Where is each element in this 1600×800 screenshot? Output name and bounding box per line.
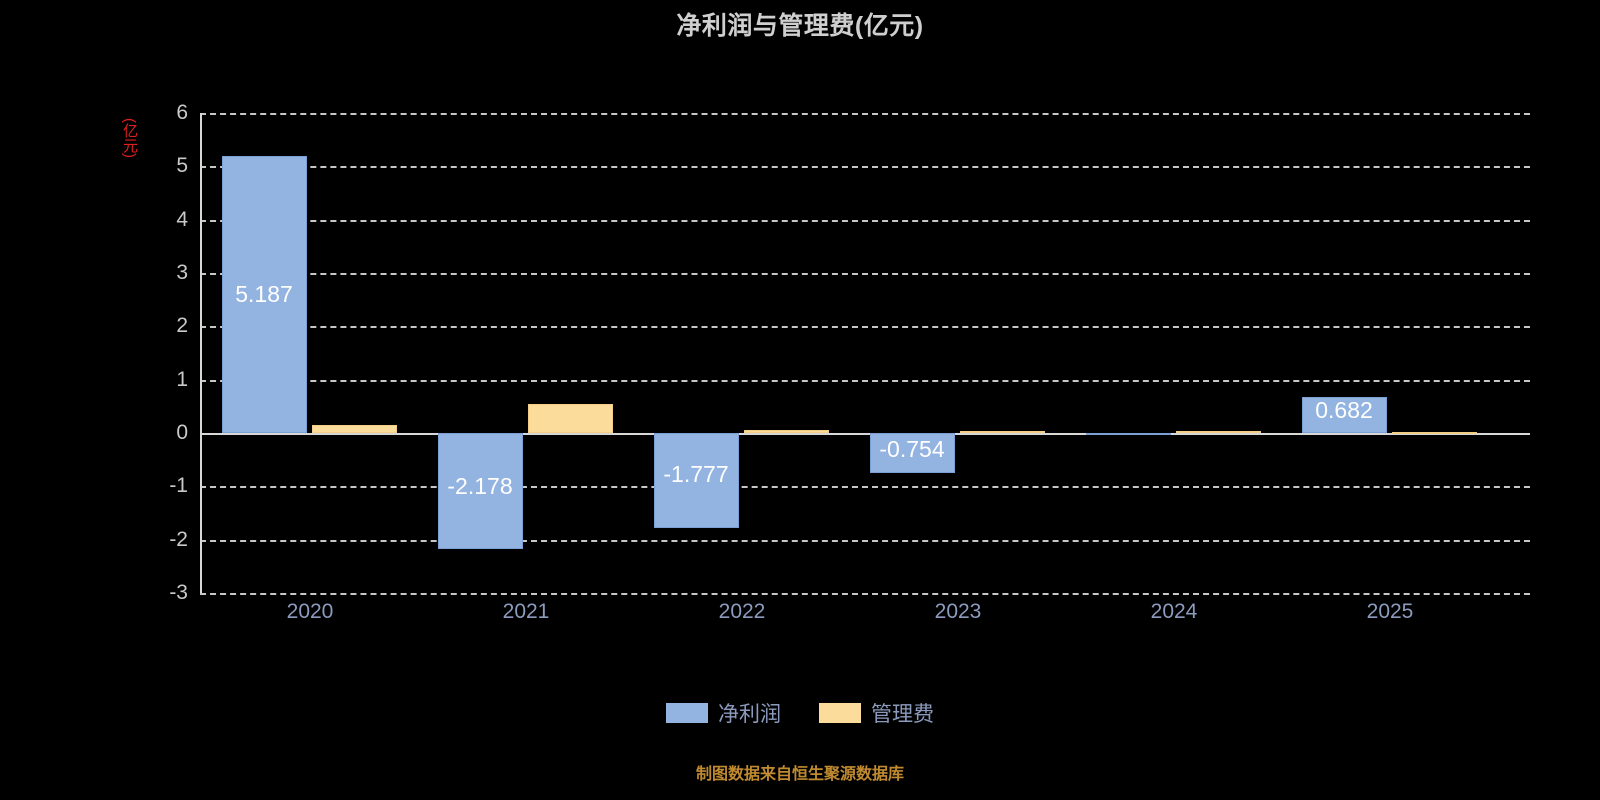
gridline (200, 326, 1530, 329)
chart-legend: 净利润 管理费 (0, 698, 1600, 728)
x-tick-2022: 2022 (718, 600, 766, 623)
bar-profit-2020[interactable] (222, 156, 307, 433)
y-tick: 1 (176, 367, 188, 391)
gridline (200, 113, 1530, 115)
bar-value-label-profit-2023: -0.754 (879, 436, 945, 462)
y-tick: 3 (176, 261, 188, 284)
zero-axis-line (200, 433, 1530, 435)
bar-value-label-profit-2021: -2.178 (447, 473, 513, 499)
y-axis-unit-label: (亿元) (121, 118, 138, 158)
x-tick-2025: 2025 (1366, 600, 1414, 623)
bar-expense-2020[interactable] (312, 425, 397, 433)
bar-expense-2022[interactable] (744, 429, 829, 433)
y-tick: 6 (176, 101, 188, 124)
bar-expense-2025[interactable] (1392, 431, 1477, 434)
y-tick: -2 (169, 527, 188, 551)
x-tick-2023: 2023 (934, 600, 982, 623)
chart-title: 净利润与管理费(亿元) (676, 12, 924, 40)
bar-profit-2022[interactable] (654, 433, 739, 528)
gridline (200, 593, 1530, 595)
chart-footnote: 制图数据来自恒生聚源数据库 (695, 766, 904, 783)
y-tick: -3 (169, 581, 188, 604)
x-tick-2024: 2024 (1150, 600, 1198, 623)
gridline (200, 273, 1530, 275)
x-tick-2020: 2020 (286, 600, 334, 623)
y-tick: 4 (176, 207, 188, 231)
y-tick: 5 (176, 154, 188, 178)
bar-expense-2023[interactable] (960, 430, 1045, 433)
y-axis-ticks: 6 5 4 3 2 1 0 -1 -2 -3 (120, 101, 188, 604)
bar-profit-2024[interactable] (1086, 433, 1171, 435)
legend-swatch-icon (819, 703, 861, 723)
legend-item-expense[interactable]: 管理费 (819, 698, 934, 728)
legend-label-expense: 管理费 (871, 703, 934, 726)
bar-value-label-profit-2020: 5.187 (235, 281, 293, 307)
bar-value-label-profit-2022: -1.777 (663, 461, 729, 487)
y-tick: -1 (169, 474, 188, 498)
gridline (200, 379, 1530, 382)
bar-expense-2024[interactable] (1176, 430, 1261, 433)
legend-label-profit: 净利润 (718, 703, 781, 726)
bar-value-label-profit-2025: 0.682 (1315, 397, 1373, 423)
bar-expense-2021[interactable] (528, 403, 613, 433)
gridline (200, 219, 1530, 222)
legend-swatch-icon (666, 703, 708, 723)
gridline (200, 486, 1530, 489)
legend-item-profit[interactable]: 净利润 (666, 698, 781, 728)
plot-area: 5.187 -2.178 -1.777 -0.754 0.682 (200, 113, 1530, 595)
bar-profit-2025[interactable] (1302, 397, 1387, 433)
x-tick-2021: 2021 (502, 600, 550, 623)
gridline (200, 539, 1530, 542)
y-axis-line (200, 113, 202, 593)
y-tick: 0 (176, 421, 188, 444)
bar-profit-2023[interactable] (870, 433, 955, 474)
gridline (200, 166, 1530, 169)
bar-profit-2021[interactable] (438, 433, 523, 550)
y-tick: 2 (176, 314, 188, 338)
